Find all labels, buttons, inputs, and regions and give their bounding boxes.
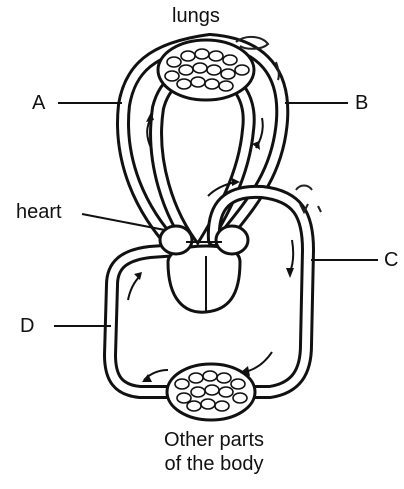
body-caption: Other parts of the body (134, 428, 294, 476)
lungs-label: lungs (172, 6, 220, 26)
body-caption-line1: Other parts (134, 428, 294, 452)
label-a: A (32, 93, 45, 113)
label-b: B (355, 93, 368, 113)
label-d: D (20, 316, 34, 336)
lungs-capillary-bed (158, 40, 254, 100)
body-caption-line2: of the body (134, 452, 294, 476)
heart-label: heart (16, 202, 62, 222)
label-c: C (384, 250, 398, 270)
